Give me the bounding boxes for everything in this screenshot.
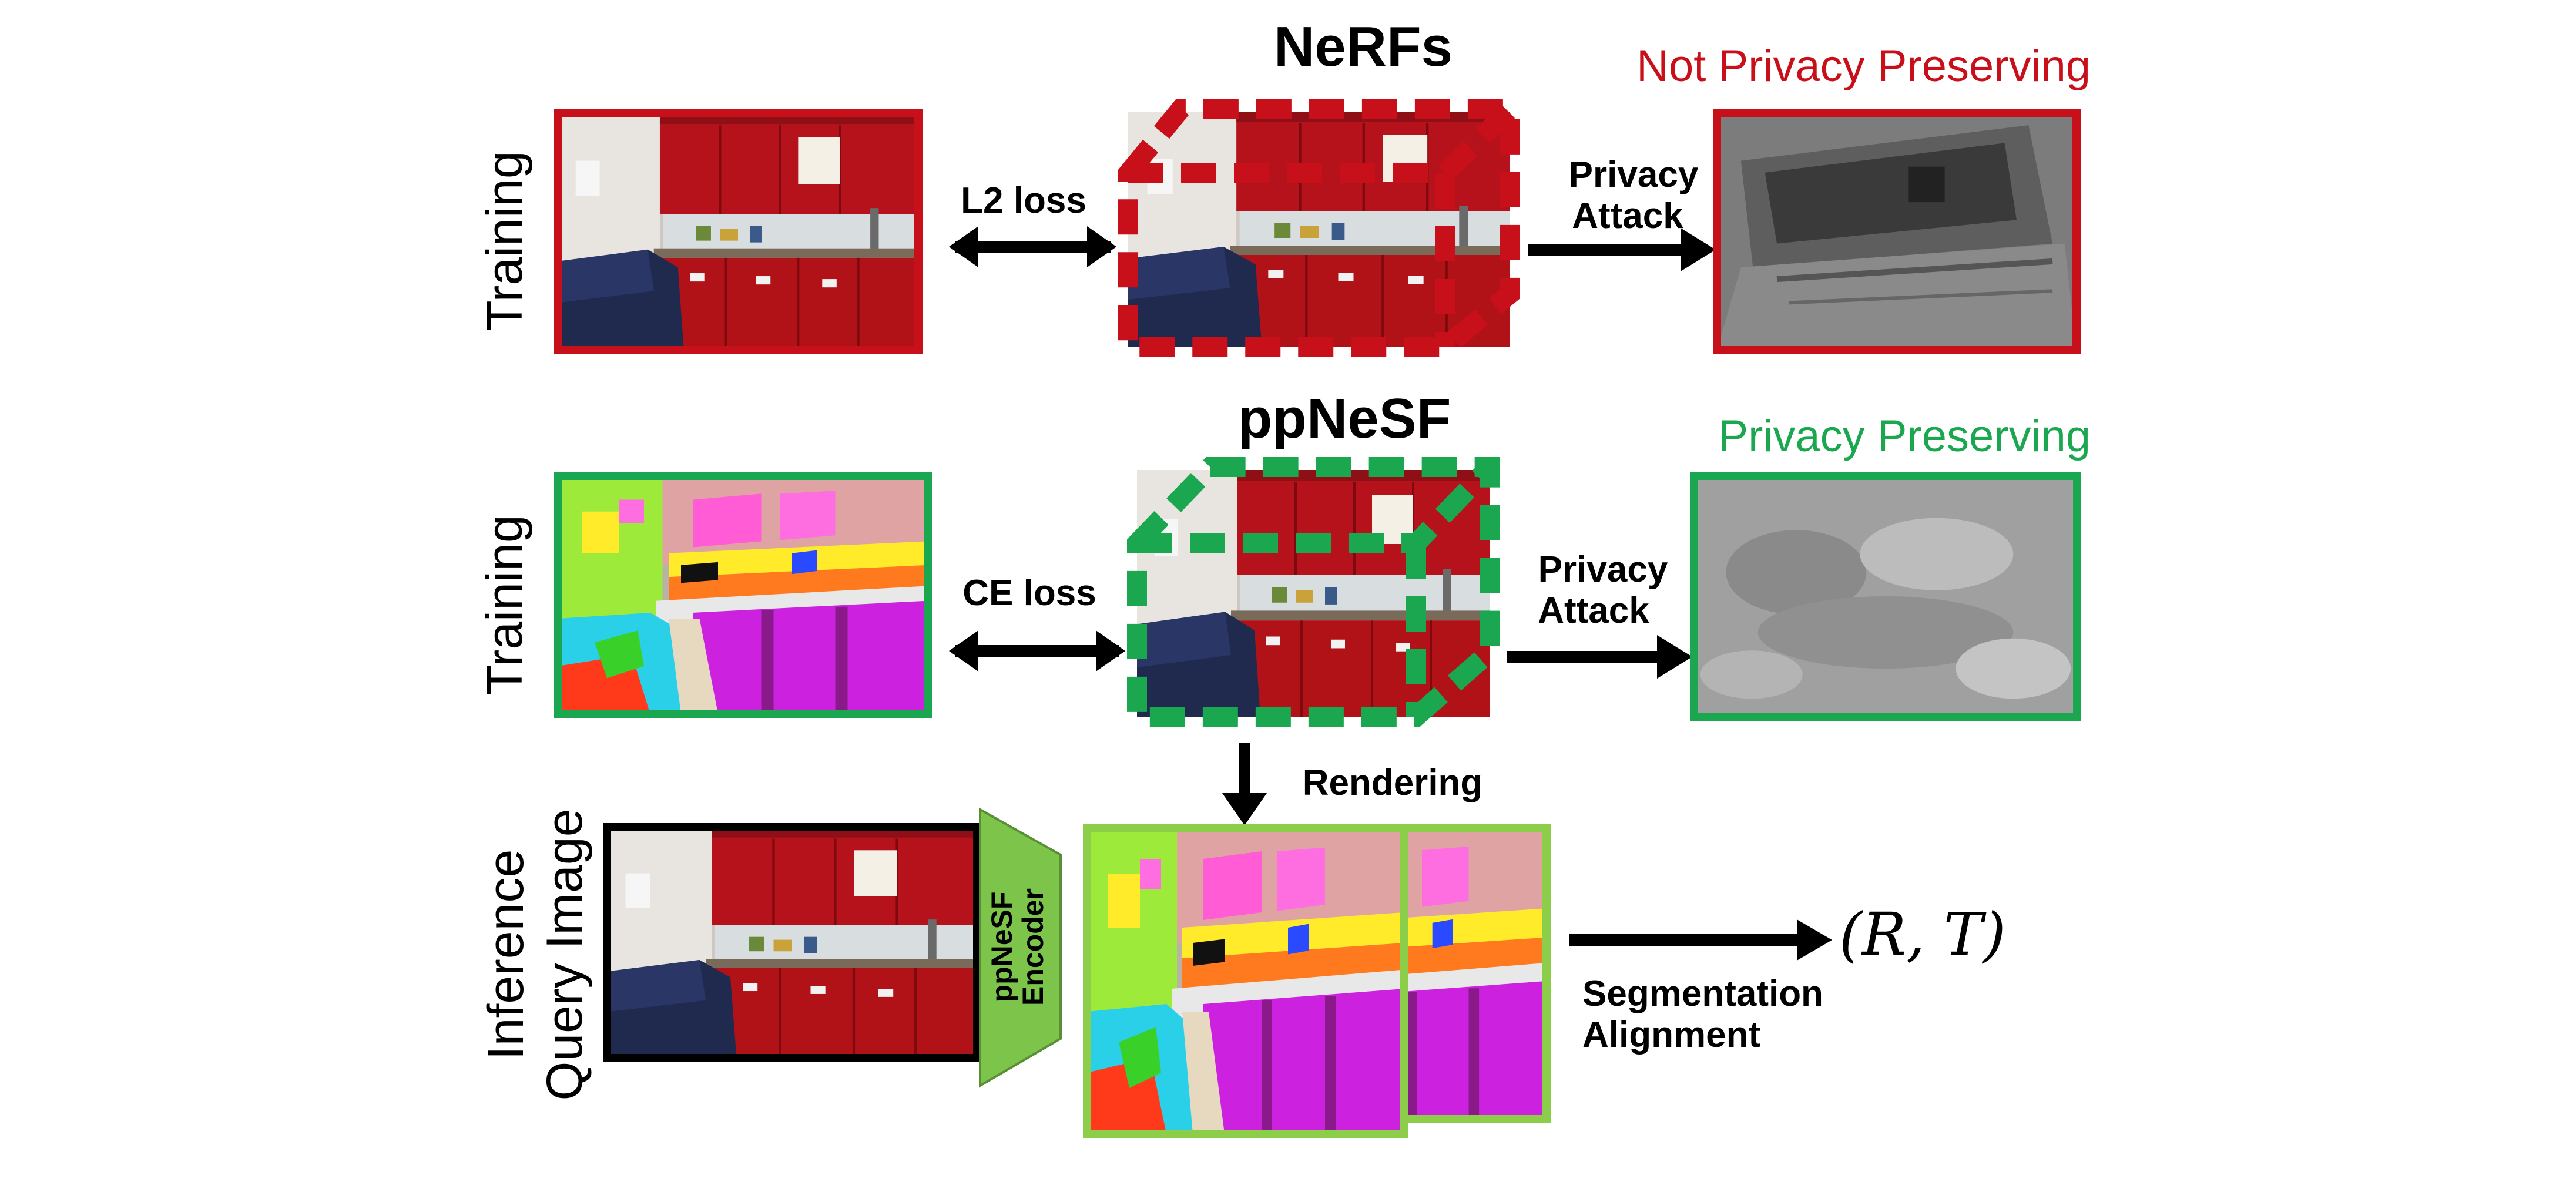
nerf-attack-result-image xyxy=(1717,113,2077,350)
ppnesf-volume-cube xyxy=(1137,467,1490,717)
encoder-label-2: Encoder xyxy=(1017,888,1049,1006)
segmentation-alignment-arrow xyxy=(1569,919,1832,961)
encoder-label-1: ppNeSF xyxy=(985,892,1018,1003)
rendering-label: Rendering xyxy=(1303,763,1483,803)
row-label-training-mid: Training xyxy=(477,515,533,696)
segmentation-label-2: Alignment xyxy=(1582,1015,1760,1055)
nerfs-title: NeRFs xyxy=(1274,15,1453,78)
nerf-volume-cube xyxy=(1128,109,1510,347)
not-privacy-preserving-label: Not Privacy Preserving xyxy=(1636,41,2091,91)
ppnesf-attack-result-image xyxy=(1694,476,2077,717)
query-image xyxy=(607,827,977,1058)
row-label-training-top: Training xyxy=(477,150,533,331)
privacy-attack-label-top-1: Privacy xyxy=(1569,155,1699,195)
ppnesf-title: ppNeSF xyxy=(1238,387,1451,450)
privacy-attack-label-top-2: Attack xyxy=(1572,196,1683,236)
training-rgb-image xyxy=(558,113,918,350)
segmentation-label-1: Segmentation xyxy=(1582,973,1823,1014)
pose-output: (R, T) xyxy=(1839,900,2006,969)
privacy-preserving-label: Privacy Preserving xyxy=(1718,411,2091,461)
ce-loss-arrow xyxy=(949,630,1125,671)
l2-loss-label: L2 loss xyxy=(961,180,1086,221)
row-label-query-image: Query Image xyxy=(536,808,593,1100)
row-label-inference: Inference xyxy=(478,849,534,1060)
rendered-segmentation-front xyxy=(1087,828,1404,1134)
rendering-arrow xyxy=(1222,743,1267,825)
privacy-attack-arrow-mid xyxy=(1507,635,1692,679)
ce-loss-label: CE loss xyxy=(962,573,1096,613)
privacy-attack-label-mid-2: Attack xyxy=(1538,590,1649,631)
privacy-attack-label-mid-1: Privacy xyxy=(1538,549,1668,590)
training-segmentation-image xyxy=(558,476,928,714)
l2-loss-arrow xyxy=(949,226,1116,267)
